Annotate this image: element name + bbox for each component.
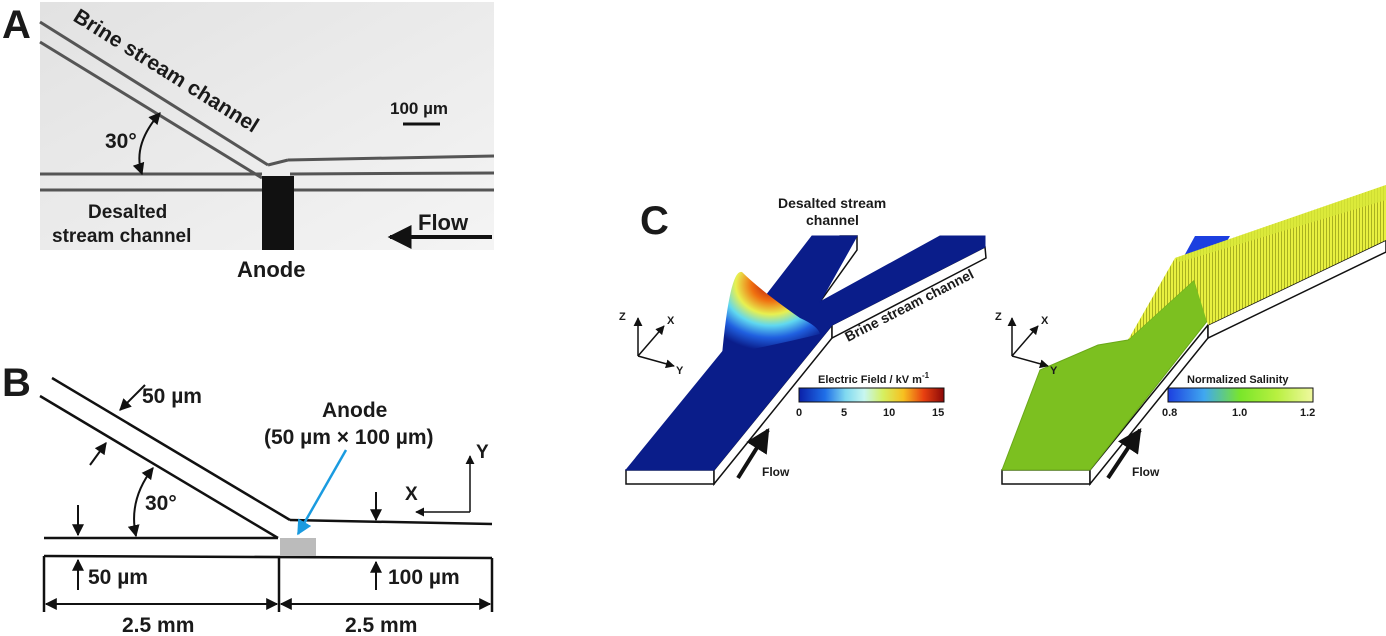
axis-x-label-b: X (405, 484, 418, 505)
sal-tick-1: 1.0 (1232, 407, 1247, 419)
panel-a-letter: A (2, 3, 31, 47)
micrograph-brine-channel (39, 20, 495, 180)
schematic-channels (39, 376, 494, 612)
electric-field-model (624, 235, 987, 487)
anode-label-a: Anode (237, 257, 305, 282)
panel-c-letter: C (640, 199, 669, 243)
panel-b-letter: B (2, 361, 31, 405)
axis-y-label-left: Y (676, 365, 684, 377)
axis-z-label-left: Z (619, 311, 626, 323)
ef-tick-0: 0 (796, 407, 802, 419)
width-desalted-label: 50 µm (88, 566, 148, 589)
anode-title-b: Anode (322, 399, 387, 422)
micrograph-anode (262, 176, 294, 250)
length-left-label: 2.5 mm (122, 614, 194, 636)
axis-z-label-right: Z (995, 311, 1002, 323)
axis-x-label-right: X (1041, 315, 1049, 327)
angle-arc-a (132, 112, 161, 176)
desalted-label-c-2: channel (806, 212, 859, 228)
salinity-colorbar-ticks: 0.8 1.0 1.2 (1162, 407, 1315, 419)
anode-pointer-arrow (296, 449, 348, 536)
panel-c: C Desalted stream channel Brine stream c… (619, 185, 1386, 487)
sal-tick-2: 1.2 (1300, 407, 1315, 419)
width-brine-label: 50 µm (142, 385, 202, 408)
ef-colorbar (798, 387, 945, 403)
scale-bar-label: 100 µm (390, 99, 448, 118)
angle-arc-b (127, 467, 154, 538)
axes-triad-right (1007, 317, 1049, 369)
flow-arrow-left (736, 427, 770, 480)
desalted-label-c-1: Desalted stream (778, 195, 886, 211)
sal-tick-0: 0.8 (1162, 407, 1177, 419)
length-right-label: 2.5 mm (345, 614, 417, 636)
ef-tick-3: 15 (932, 407, 944, 419)
axes-triad-left (633, 317, 675, 369)
ef-colorbar-ticks: 0 5 10 15 (796, 407, 944, 419)
panel-b: B 50 µm 30° 50 µm 100 µm Anode (50 µm × … (2, 361, 494, 636)
width-arrow-brine-1 (119, 384, 146, 411)
axis-y-label-right: Y (1050, 365, 1058, 377)
angle-label-a: 30° (105, 130, 137, 153)
axis-y-label-b: Y (476, 442, 489, 463)
flow-label-left: Flow (762, 465, 790, 479)
panel-a: A Brine stream channel 30° 100 µm Desalt… (2, 2, 495, 282)
field-peak (722, 271, 820, 355)
angle-label-b: 30° (145, 492, 177, 515)
anode-dims-b: (50 µm × 100 µm) (264, 426, 434, 449)
desalted-label-1: Desalted (88, 202, 167, 223)
salinity-colorbar-title: Normalized Salinity (1187, 374, 1289, 386)
ef-tick-2: 10 (883, 407, 895, 419)
flow-label-a: Flow (418, 210, 469, 235)
axis-x-label-left: X (667, 315, 675, 327)
desalted-label-2: stream channel (52, 226, 191, 247)
ef-colorbar-title: Electric Field / kV m-1 (818, 371, 930, 386)
width-main-label: 100 µm (388, 566, 460, 589)
schematic-anode (280, 538, 316, 556)
flow-label-right: Flow (1132, 465, 1160, 479)
ef-tick-1: 5 (841, 407, 847, 419)
flow-arrow-right (1106, 428, 1142, 480)
salinity-colorbar (1167, 387, 1314, 403)
salinity-model (1001, 185, 1386, 487)
width-arrow-brine-2 (89, 442, 107, 466)
